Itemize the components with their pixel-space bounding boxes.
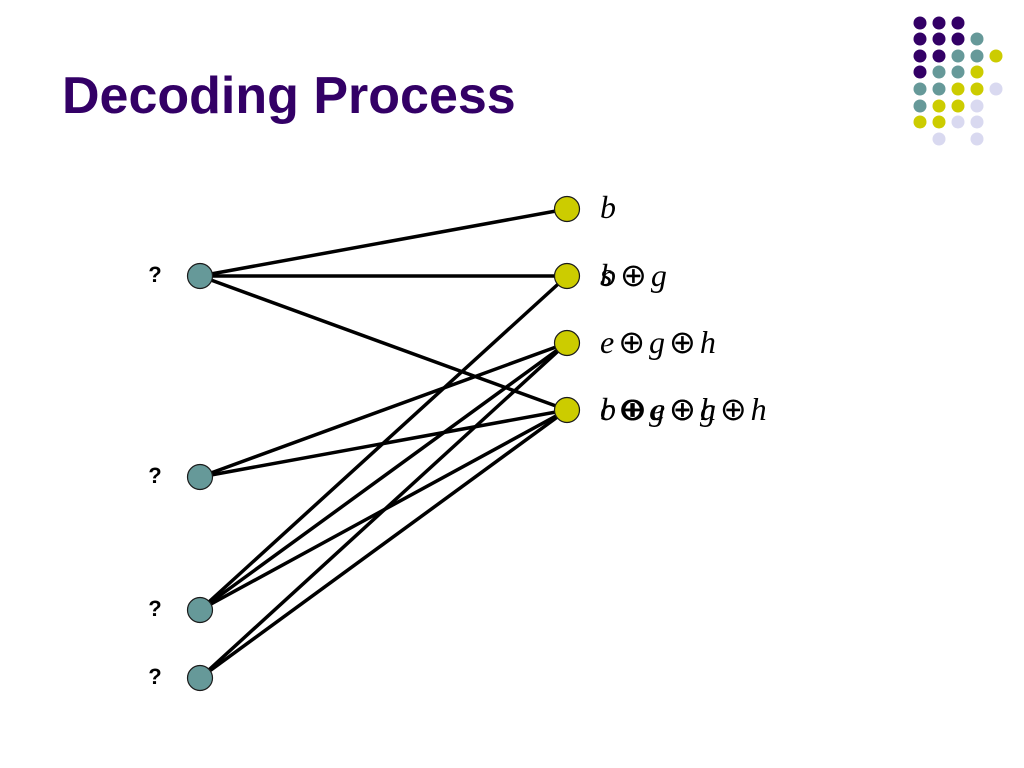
decorative-dot — [951, 82, 965, 96]
decorative-dot — [913, 32, 927, 46]
source-node-2 — [186, 596, 214, 624]
decorative-dot — [951, 32, 965, 46]
decorative-dot — [932, 82, 946, 96]
source-node-3 — [186, 664, 214, 692]
check-node-expression: c⊕g⊕h — [600, 391, 716, 427]
decorative-dot — [951, 99, 965, 113]
decorative-dot — [970, 82, 984, 96]
decorative-dot — [913, 65, 927, 79]
decorative-dot — [951, 16, 965, 30]
edge-s3-c3 — [198, 408, 569, 680]
source-node-label: ? — [148, 596, 162, 621]
decorative-dot — [951, 49, 965, 63]
source-node-label: ? — [148, 262, 162, 287]
decorative-dot — [970, 132, 984, 146]
decorative-dot — [989, 49, 1003, 63]
decorative-dot — [970, 99, 984, 113]
decorative-dot — [913, 82, 927, 96]
source-node-label: ? — [148, 664, 162, 689]
slide-title: Decoding Process — [62, 67, 516, 125]
decorative-dot — [970, 115, 984, 129]
decorative-dot — [932, 132, 946, 146]
check-node-3 — [553, 396, 581, 424]
edge-s0-c0 — [199, 207, 568, 278]
check-node-expression: e⊕g⊕h — [600, 324, 716, 360]
decorative-dot — [932, 32, 946, 46]
edge-s3-c2 — [198, 341, 569, 680]
decorative-dot — [913, 16, 927, 30]
decorative-dot — [970, 65, 984, 79]
decorative-dot — [970, 32, 984, 46]
check-node-1 — [553, 262, 581, 290]
decorative-dot — [913, 115, 927, 129]
edge-s0-c3 — [199, 274, 568, 412]
check-node-0 — [553, 195, 581, 223]
edge-s1-c2 — [199, 341, 568, 479]
decorative-dot — [951, 115, 965, 129]
source-node-1 — [186, 463, 214, 491]
source-node-label: ? — [148, 463, 162, 488]
source-node-0 — [186, 262, 214, 290]
edge-s2-c2 — [198, 341, 569, 612]
check-node-expression: b — [600, 189, 616, 225]
decorative-dot — [970, 49, 984, 63]
decorative-dot — [913, 99, 927, 113]
check-node-expression: b⊕e⊕g⊕h — [600, 391, 767, 427]
decorative-dot — [932, 115, 946, 129]
decorative-dot — [932, 65, 946, 79]
check-node-2 — [553, 329, 581, 357]
check-node-expression: s — [600, 256, 613, 292]
decorative-dot — [932, 49, 946, 63]
decorative-dot — [989, 82, 1003, 96]
edge-s2-c1 — [198, 274, 569, 612]
decorative-dot — [932, 99, 946, 113]
check-node-expression: b⊕g — [600, 257, 667, 293]
decorative-dot — [932, 16, 946, 30]
decorative-dot — [951, 65, 965, 79]
decorative-dot — [913, 49, 927, 63]
